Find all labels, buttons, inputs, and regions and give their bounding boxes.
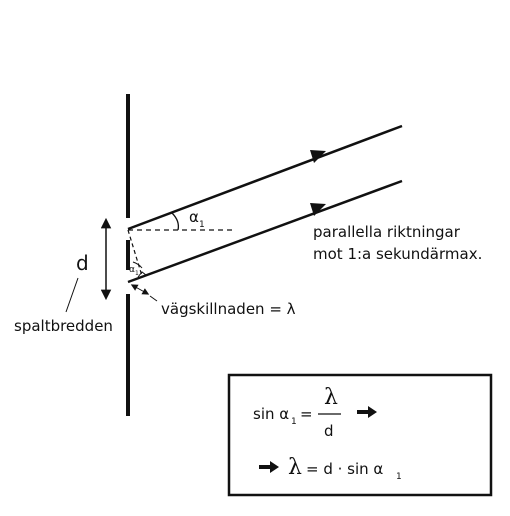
formula-sin-subscript: 1: [291, 417, 297, 427]
formula-equals: =: [300, 405, 313, 423]
result-arrow-icon: [259, 461, 279, 473]
alpha-small-label: α: [129, 265, 135, 275]
ray-upper: [127, 124, 403, 231]
path-difference-label: vägskillnaden = λ: [161, 300, 296, 318]
parallel-directions-line1: parallella riktningar: [313, 223, 461, 241]
alpha-small-subscript: 1: [135, 270, 139, 277]
alpha-top-subscript: 1: [199, 220, 205, 230]
d-label: d: [76, 251, 89, 275]
path-difference-arrow: [130, 284, 150, 295]
perpendicular-dashed: [127, 229, 143, 277]
result-rhs: = d · sin α: [306, 460, 383, 478]
formula-box: [227, 373, 493, 497]
angle-arc-top: [171, 212, 180, 231]
ray-lower-arrow-icon: [310, 203, 326, 216]
angle-arc-small: [132, 261, 143, 269]
path-difference-leader: [149, 295, 158, 302]
formula-sin: sin α: [253, 405, 289, 423]
slit-width-label: spaltbredden: [14, 317, 113, 335]
result-lambda: λ: [288, 455, 302, 480]
result-subscript: 1: [396, 472, 402, 482]
alpha-top-label: α: [189, 208, 199, 226]
parallel-directions-line2: mot 1:a sekundärmax.: [313, 245, 482, 263]
implies-arrow-icon: [357, 406, 377, 418]
slit-width-pointer: [65, 277, 79, 313]
formula-denominator: d: [324, 422, 334, 440]
ray-upper-arrow-icon: [310, 150, 326, 163]
formula-numerator: λ: [324, 385, 338, 410]
right-angle-marker: [137, 271, 147, 278]
ray-lower: [127, 179, 403, 284]
